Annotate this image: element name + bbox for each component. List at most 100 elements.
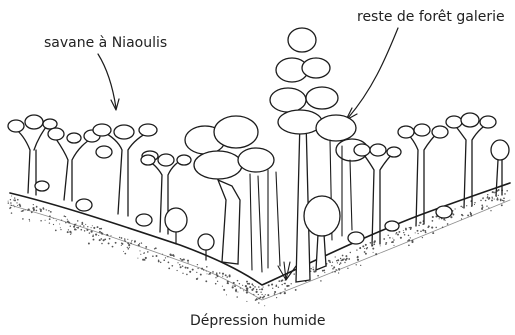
soil-dot: [375, 253, 377, 255]
soil-dot: [494, 199, 495, 200]
soil-dot: [432, 220, 434, 222]
soil-dot: [225, 274, 227, 276]
soil-dot: [173, 255, 175, 257]
soil-dot: [99, 231, 101, 233]
soil-dot: [60, 227, 61, 228]
gallery-forest: [165, 28, 368, 282]
label-savane-niaoulis: savane à Niaoulis: [44, 36, 167, 50]
soil-dot: [466, 205, 467, 206]
soil-dot: [100, 238, 102, 240]
soil-dot: [144, 259, 145, 260]
soil-dot: [392, 238, 393, 239]
soil-dot: [337, 262, 338, 263]
soil-dot: [147, 251, 149, 253]
soil-dot: [180, 266, 182, 268]
soil-dot: [362, 245, 364, 247]
soil-dot: [144, 252, 145, 253]
soil-dot: [85, 224, 86, 225]
soil-dot: [373, 243, 375, 245]
soil-dot: [219, 272, 221, 274]
soil-dot: [439, 218, 440, 219]
soil-dot: [168, 262, 170, 264]
soil-dot: [486, 205, 487, 206]
soil-dot: [374, 240, 376, 242]
soil-dot: [13, 205, 14, 206]
soil-dot: [256, 291, 258, 293]
soil-dot: [155, 247, 157, 249]
soil-dot: [93, 239, 95, 241]
soil-dot: [208, 274, 209, 275]
soil-dot: [274, 291, 276, 293]
soil-dot: [504, 193, 506, 195]
soil-dot: [481, 204, 483, 206]
soil-dot: [418, 233, 419, 234]
soil-dot: [23, 210, 24, 211]
soil-dot: [125, 241, 126, 242]
soil-dot: [432, 216, 434, 218]
soil-dot: [207, 273, 208, 274]
soil-dot: [337, 259, 339, 261]
soil-dot: [86, 229, 88, 231]
soil-dot: [14, 199, 16, 201]
soil-dot: [344, 262, 345, 263]
soil-dot: [293, 273, 294, 274]
soil-dot: [322, 270, 324, 272]
soil-dot: [450, 216, 452, 218]
soil-dot: [461, 218, 462, 219]
soil-dot: [121, 243, 123, 245]
soil-dot: [424, 230, 426, 232]
soil-dot: [49, 222, 50, 223]
soil-dot: [496, 199, 498, 201]
soil-dot: [180, 258, 182, 260]
soil-dot: [55, 230, 57, 232]
soil-dot: [131, 241, 132, 242]
soil-dot: [22, 218, 24, 220]
soil-dot: [189, 271, 191, 273]
soil-dot: [258, 302, 259, 303]
soil-dot: [82, 222, 84, 224]
soil-dot: [20, 206, 21, 207]
soil-dot: [239, 283, 240, 284]
soil-dot: [171, 265, 173, 267]
soil-dot: [25, 209, 26, 210]
soil-dot: [36, 210, 38, 212]
soil-dot: [33, 204, 34, 205]
soil-dot: [411, 240, 413, 242]
soil-dot: [498, 195, 499, 196]
soil-dot: [490, 210, 491, 211]
soil-dot: [332, 272, 333, 273]
soil-dot: [333, 266, 335, 268]
soil-dot: [278, 280, 280, 282]
soil-dot: [367, 247, 368, 248]
soil-dot: [276, 297, 277, 298]
soil-dot: [222, 286, 223, 287]
soil-dot: [145, 246, 147, 248]
soil-dot: [447, 223, 449, 225]
soil-dot: [482, 197, 483, 198]
soil-dot: [388, 235, 389, 236]
soil-dot: [101, 232, 103, 234]
soil-dot: [187, 260, 189, 262]
soil-dot: [383, 238, 385, 240]
soil-dot: [137, 258, 138, 259]
soil-dot: [332, 262, 333, 263]
soil-dot: [32, 207, 34, 209]
soil-dot: [365, 244, 367, 246]
soil-dot: [40, 210, 42, 212]
soil-dot: [261, 288, 263, 290]
soil-dot: [186, 274, 188, 276]
soil-dot: [67, 231, 69, 233]
soil-dot: [356, 264, 357, 265]
soil-dot: [91, 231, 93, 233]
arrow-reste-foret: [346, 28, 398, 120]
soil-dot: [254, 286, 256, 288]
soil-dot: [64, 215, 66, 217]
soil-dot: [274, 293, 276, 295]
soil-dot: [338, 272, 339, 273]
soil-dot: [10, 202, 12, 204]
soil-dot: [251, 283, 253, 285]
soil-dot: [256, 289, 258, 291]
soil-dot: [500, 199, 501, 200]
soil-dot: [284, 292, 286, 294]
soil-dot: [115, 242, 117, 244]
